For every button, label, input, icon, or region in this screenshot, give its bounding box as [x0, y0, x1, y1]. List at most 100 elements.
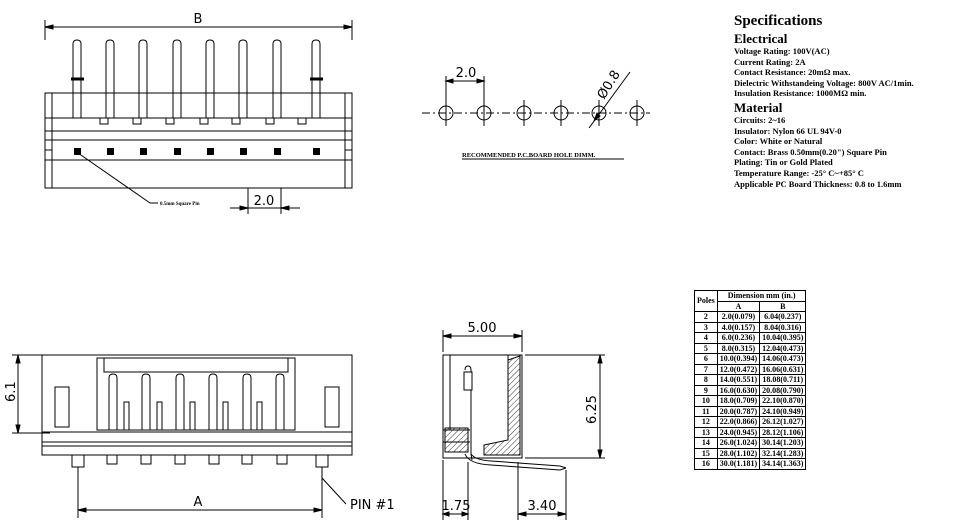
poles-cell: 6 — [694, 353, 718, 365]
spec-line: Dielectric Withstandeing Voltage: 800V A… — [734, 77, 914, 88]
dim-b-cell: 6.04(0.237) — [759, 311, 807, 323]
dim-b-cell: 12.04(0.473) — [759, 342, 807, 354]
material-heading: Material — [734, 99, 783, 115]
dim-b-label: B — [194, 12, 203, 27]
poles-cell: 14 — [694, 437, 718, 449]
col-b-header: B — [759, 300, 807, 312]
dim-b-cell: 18.08(0.711) — [759, 374, 807, 386]
dim-a-cell: 28.0(1.102) — [716, 447, 761, 459]
front-pins — [106, 373, 288, 465]
poles-header: Poles — [694, 290, 718, 312]
front-view: 6.1 — [4, 354, 395, 518]
hole-diameter-label: Ø0.8 — [595, 68, 624, 102]
dim-a-label: A — [194, 495, 203, 510]
dim-b-cell: 10.04(0.395) — [759, 332, 807, 344]
pin1-label: PIN #1 — [350, 498, 395, 513]
col-a-header: A — [716, 300, 761, 312]
electrical-heading: Electrical — [734, 31, 788, 46]
dim-a-cell: 26.0(1.024) — [716, 437, 761, 449]
dim-b-cell: 20.08(0.790) — [759, 384, 807, 396]
dim-a-cell: 20.0(0.787) — [716, 405, 761, 417]
dim-a-cell: 22.0(0.866) — [716, 416, 761, 428]
dim-a-cell: 12.0(0.472) — [716, 363, 761, 375]
dim-b-cell: 8.04(0.316) — [759, 321, 807, 333]
side-left-label: 1.75 — [442, 499, 471, 514]
dim-a-cell: 18.0(0.709) — [716, 395, 761, 407]
poles-cell: 16 — [694, 458, 718, 470]
poles-cell: 8 — [694, 374, 718, 386]
side-width-label: 5.00 — [468, 321, 497, 336]
square-pin-note: 0.5mm Square Pin — [160, 202, 200, 207]
side-right-label: 3.40 — [528, 499, 557, 514]
poles-cell: 13 — [694, 426, 718, 438]
dim-a-cell: 8.0(0.315) — [716, 342, 761, 354]
dim-a-cell: 10.0(0.394) — [716, 353, 761, 365]
dim-a-cell: 14.0(0.551) — [716, 374, 761, 386]
top-pitch-label: 2.0 — [254, 194, 275, 209]
spec-line: Temperature Range: -25° C~+85° C — [734, 167, 864, 178]
poles-cell: 5 — [694, 342, 718, 354]
dim-b-cell: 16.06(0.631) — [759, 363, 807, 375]
dim-b-cell: 34.14(1.363) — [759, 458, 807, 470]
hole-pitch-label: 2.0 — [456, 66, 477, 81]
dimension-group-header: Dimension mm (in.) — [716, 290, 807, 302]
poles-cell: 7 — [694, 363, 718, 375]
square-pin-markers — [74, 148, 320, 155]
spec-line: Current Rating: 2A — [734, 56, 806, 67]
specs-title: Specifications — [734, 13, 823, 29]
spec-line: Contact Resistance: 20mΩ max. — [734, 67, 851, 78]
poles-cell: 4 — [694, 332, 718, 344]
poles-cell: 11 — [694, 405, 718, 417]
dim-a-cell: 30.0(1.181) — [716, 458, 761, 470]
top-pins — [71, 39, 323, 118]
dim-a-cell: 6.0(0.236) — [716, 332, 761, 344]
spec-line: Contact: Brass 0.50mm(0.20") Square Pin — [734, 146, 887, 157]
poles-cell: 10 — [694, 395, 718, 407]
spec-line: Color: White or Natural — [734, 136, 823, 147]
dim-a-cell: 16.0(0.630) — [716, 384, 761, 396]
poles-cell: 2 — [694, 311, 718, 323]
side-height-label: 6.25 — [585, 395, 600, 424]
side-view: 5.00 6.25 1.75 — [441, 321, 605, 520]
poles-cell: 9 — [694, 384, 718, 396]
dim-a-cell: 4.0(0.157) — [716, 321, 761, 333]
front-height-label: 6.1 — [4, 381, 19, 402]
poles-cell: 3 — [694, 321, 718, 333]
poles-cell: 12 — [694, 416, 718, 428]
spec-line: Applicable PC Board Thickness: 0.8 to 1.… — [734, 178, 902, 189]
hole-pattern: 2.0 Ø0.8 RECOMMENDED P.C.BOARD HOLE DIMM… — [422, 66, 650, 160]
spec-line: Plating: Tin or Gold Plated — [734, 157, 833, 168]
dim-a-cell: 24.0(0.945) — [716, 426, 761, 438]
top-view: B — [44, 12, 353, 214]
spec-line: Insulation Resistance: 1000MΩ min. — [734, 88, 867, 99]
poles-cell: 15 — [694, 447, 718, 459]
spec-line: Insulator: Nylon 66 UL 94V-0 — [734, 125, 842, 136]
dim-a-cell: 2.0(0.079) — [716, 311, 761, 323]
dim-b-cell: 24.10(0.949) — [759, 405, 807, 417]
spec-line: Voltage Rating: 100V(AC) — [734, 46, 830, 56]
dim-b-cell: 22.10(0.870) — [759, 395, 807, 407]
hole-pattern-caption: RECOMMENDED P.C.BOARD HOLE DIMM. — [462, 152, 596, 159]
dim-b-cell: 28.12(1.106) — [759, 426, 807, 438]
dim-b-cell: 26.12(1.027) — [759, 416, 807, 428]
dim-b-cell: 30.14(1.203) — [759, 437, 807, 449]
spec-line: Circuits: 2~16 — [734, 114, 786, 125]
